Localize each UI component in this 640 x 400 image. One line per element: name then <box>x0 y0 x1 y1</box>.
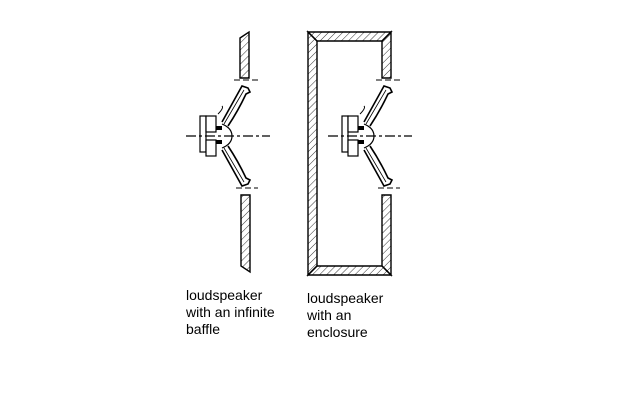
baffle-upper-board <box>239 30 250 79</box>
caption-line: with an <box>307 307 352 323</box>
enclosure-left-wall <box>307 30 318 277</box>
caption-line: with an infinite <box>186 304 275 320</box>
infinite-baffle-drawing <box>186 30 270 274</box>
caption-infinite-baffle: loudspeaker with an infinite baffle <box>186 287 275 338</box>
enclosure-drawing <box>306 30 412 277</box>
caption-line: baffle <box>186 321 220 337</box>
enclosure-bottom-wall <box>306 265 393 276</box>
caption-enclosure: loudspeaker with an enclosure <box>307 290 383 341</box>
enclosure-top-wall <box>306 31 393 42</box>
caption-line: enclosure <box>307 324 368 340</box>
caption-line: loudspeaker <box>307 290 384 306</box>
enclosure-right-upper-wall <box>381 30 392 79</box>
caption-line: loudspeaker <box>186 287 263 303</box>
enclosure-right-lower-wall <box>381 194 392 277</box>
baffle-lower-board <box>240 194 251 274</box>
